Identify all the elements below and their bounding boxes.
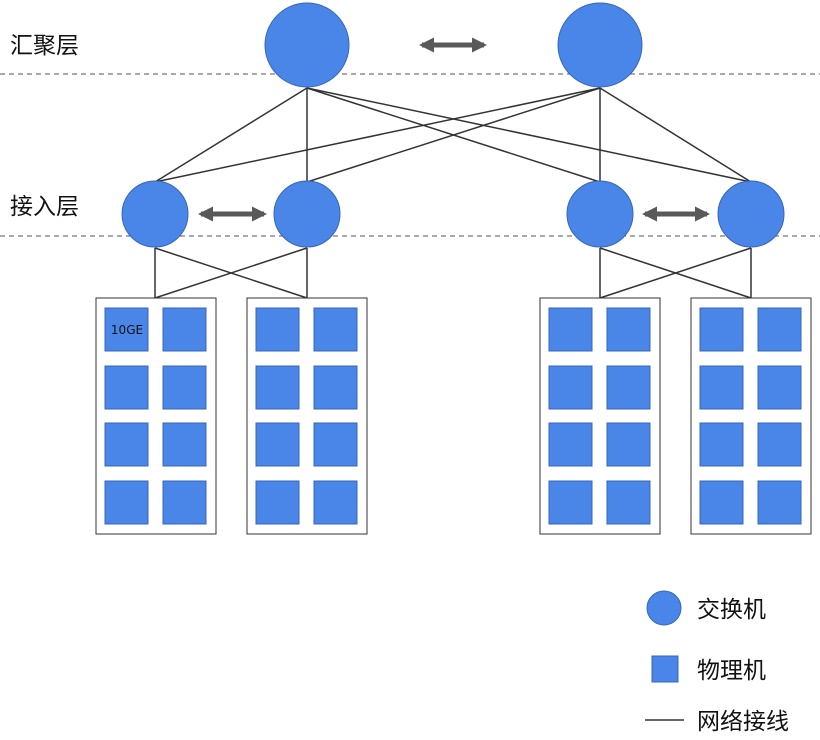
link — [154, 87, 308, 183]
physical-server — [255, 422, 300, 467]
physical-server — [606, 307, 651, 352]
physical-server — [313, 365, 358, 410]
link — [306, 87, 601, 183]
aggregation-layer-label: 汇聚层 — [10, 33, 79, 59]
legend: 交换机 物理机 网络接线 — [645, 590, 789, 735]
physical-server — [757, 307, 802, 352]
physical-server — [255, 480, 300, 525]
physical-server — [548, 422, 593, 467]
physical-server — [606, 422, 651, 467]
physical-server — [162, 422, 207, 467]
physical-server — [255, 365, 300, 410]
aggregation-switch — [557, 2, 643, 88]
physical-server — [699, 365, 744, 410]
physical-server — [162, 480, 207, 525]
physical-server — [548, 480, 593, 525]
physical-server — [699, 480, 744, 525]
link — [599, 87, 752, 183]
link — [306, 87, 752, 183]
link — [154, 247, 308, 299]
physical-server — [162, 365, 207, 410]
access-switch — [566, 180, 634, 248]
legend-link-label: 网络接线 — [697, 709, 789, 735]
access-links — [154, 247, 752, 299]
physical-server — [104, 422, 149, 467]
physical-server — [606, 365, 651, 410]
legend-switch-label: 交换机 — [697, 597, 766, 623]
physical-server — [699, 307, 744, 352]
server-racks — [95, 297, 812, 535]
physical-server — [548, 365, 593, 410]
physical-server — [162, 307, 207, 352]
physical-server — [104, 307, 149, 352]
link — [599, 247, 752, 299]
link — [154, 87, 601, 183]
access-switch — [273, 180, 341, 248]
legend-server-icon — [651, 655, 679, 683]
physical-server — [548, 307, 593, 352]
physical-server — [313, 422, 358, 467]
legend-server-label: 物理机 — [697, 658, 766, 684]
legend-switch-icon — [646, 590, 682, 626]
physical-server — [757, 365, 802, 410]
physical-server — [699, 422, 744, 467]
physical-server — [757, 422, 802, 467]
physical-server — [606, 480, 651, 525]
physical-server — [313, 307, 358, 352]
aggregation-switch — [264, 2, 350, 88]
server-port-label: 10GE — [111, 323, 143, 337]
physical-server — [757, 480, 802, 525]
access-layer-label: 接入层 — [10, 194, 79, 220]
physical-server — [255, 307, 300, 352]
aggregation-links — [154, 87, 752, 183]
access-switch — [121, 180, 189, 248]
physical-server — [104, 365, 149, 410]
physical-server — [313, 480, 358, 525]
access-switch — [717, 180, 785, 248]
physical-server — [104, 480, 149, 525]
